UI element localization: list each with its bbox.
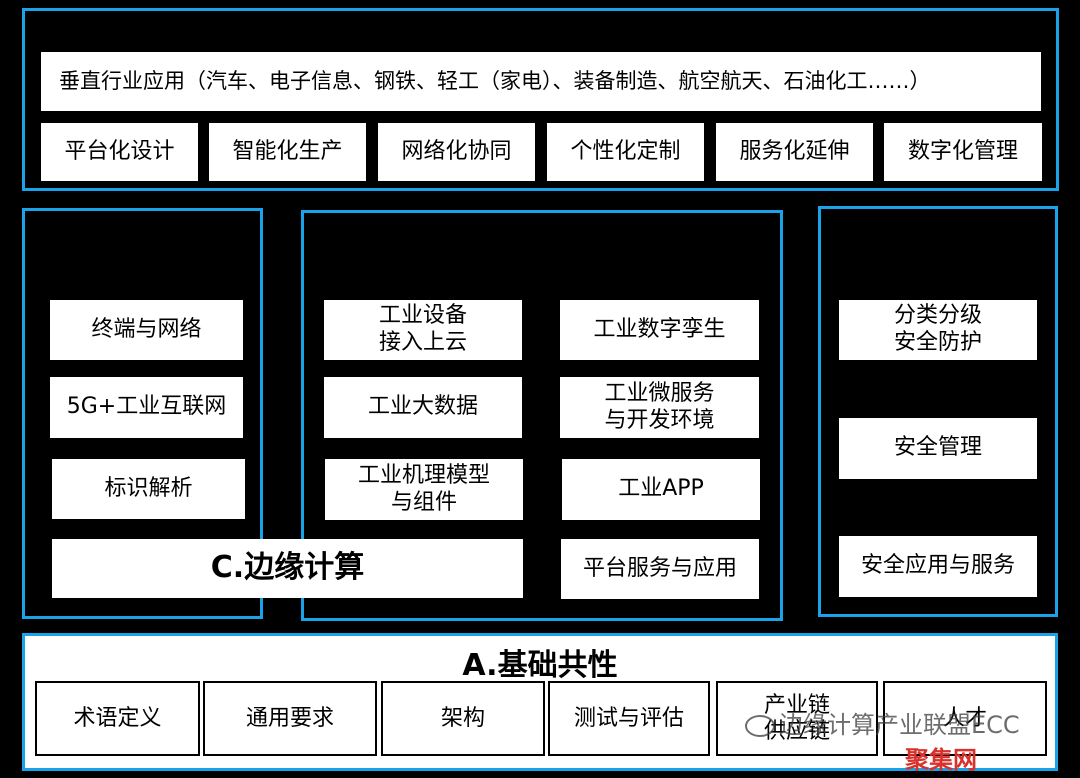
platform-item: 工业机理模型 与组件 bbox=[325, 459, 523, 520]
wechat-icon bbox=[745, 715, 775, 737]
mode-item: 平台化设计 bbox=[41, 123, 198, 181]
platform-item: 工业设备 接入上云 bbox=[324, 300, 522, 360]
mode-item: 服务化延伸 bbox=[716, 123, 873, 181]
platform-item: 工业APP bbox=[562, 459, 760, 520]
platform-item: 工业数字孪生 bbox=[560, 300, 759, 360]
network-item: 5G+工业互联网 bbox=[50, 377, 243, 438]
watermark: 边缘计算产业联盟ECC bbox=[745, 705, 1020, 740]
security-item: 安全应用与服务 bbox=[839, 536, 1037, 597]
security-item: 分类分级 安全防护 bbox=[839, 300, 1037, 360]
platform-item: 工业微服务 与开发环境 bbox=[560, 377, 759, 438]
base-item: 架构 bbox=[381, 681, 545, 756]
mode-item: 智能化生产 bbox=[209, 123, 366, 181]
left-frame bbox=[22, 208, 263, 619]
base-item: 通用要求 bbox=[203, 681, 377, 756]
edge-computing-label: C.边缘计算 bbox=[52, 539, 523, 598]
mode-item: 网络化协同 bbox=[378, 123, 535, 181]
base-item: 测试与评估 bbox=[548, 681, 710, 756]
vertical-industry-header: 垂直行业应用（汽车、电子信息、钢铁、轻工（家电）、装备制造、航空航天、石油化工…… bbox=[41, 52, 1041, 111]
middle-frame bbox=[301, 210, 783, 621]
base-title: A.基础共性 bbox=[462, 648, 618, 683]
base-item: 术语定义 bbox=[35, 681, 200, 756]
right-frame bbox=[818, 206, 1058, 617]
mode-item: 数字化管理 bbox=[884, 123, 1042, 181]
network-item: 终端与网络 bbox=[50, 300, 243, 360]
security-item: 安全管理 bbox=[839, 418, 1037, 479]
platform-item: 平台服务与应用 bbox=[561, 539, 759, 599]
top-frame bbox=[22, 8, 1059, 191]
base-item: 人才 bbox=[883, 681, 1047, 756]
site-watermark: 聚集网 bbox=[905, 746, 977, 774]
mode-item: 个性化定制 bbox=[547, 123, 704, 181]
platform-item: 工业大数据 bbox=[324, 377, 522, 438]
base-item: 产业链 供应链 bbox=[716, 681, 878, 756]
network-item: 标识解析 bbox=[52, 459, 245, 519]
watermark-text: 边缘计算产业联盟ECC bbox=[779, 711, 1020, 739]
